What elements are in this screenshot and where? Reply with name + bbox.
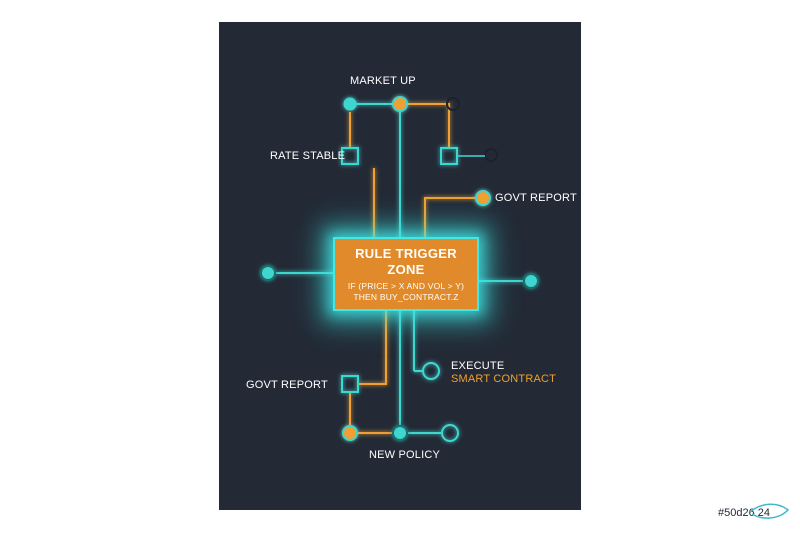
- label-new-policy: NEW POLICY: [369, 449, 441, 461]
- node-bottom-right: [441, 424, 459, 442]
- node-rate-stable: [341, 147, 359, 165]
- node-govt-report-top: [475, 190, 491, 206]
- node-govt-report-bottom: [341, 375, 359, 393]
- trigger-rule-line2: THEN BUY_CONTRACT.Z: [353, 292, 459, 302]
- node-right-square-dim: [484, 148, 498, 162]
- line-govt-bottom: [358, 309, 387, 385]
- watermark-swoosh-icon: [749, 503, 790, 519]
- trigger-rule-line1: IF (PRICE > X AND VOL > Y): [347, 281, 465, 291]
- label-smart-contract: SMART CONTRACT: [451, 373, 557, 385]
- label-rate-stable: RATE STABLE: [270, 150, 346, 162]
- label-execute: EXECUTE: [451, 360, 505, 372]
- node-market-up: [392, 96, 408, 112]
- line-govt-top: [424, 197, 476, 239]
- node-market-right-dim: [446, 97, 460, 111]
- node-execute: [422, 362, 440, 380]
- node-new-policy: [392, 425, 408, 441]
- rule-trigger-zone: RULE TRIGGER ZONE IF (PRICE > X AND VOL …: [333, 237, 479, 311]
- node-market-left: [343, 97, 357, 111]
- trigger-title-line1: RULE TRIGGER: [355, 246, 457, 261]
- node-right: [523, 273, 539, 289]
- diagram-panel: MARKET UP RATE STABLE GOVT REPORT EXECUT…: [219, 22, 581, 510]
- node-bottom-left: [342, 425, 358, 441]
- line-right-branch-top: [441, 103, 450, 148]
- label-market-up: MARKET UP: [350, 75, 416, 87]
- label-govt-report-bottom: GOVT REPORT: [246, 379, 328, 391]
- label-govt-report-top: GOVT REPORT: [495, 192, 577, 204]
- node-left: [260, 265, 276, 281]
- trigger-title-line2: ZONE: [387, 262, 425, 277]
- node-right-square: [440, 147, 458, 165]
